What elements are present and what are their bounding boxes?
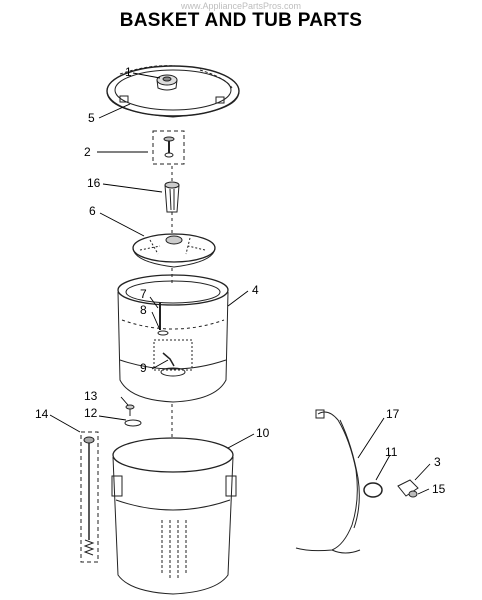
part-balance-ring[interactable] <box>106 65 240 118</box>
callout-9: 9 <box>140 361 147 375</box>
callout-13: 13 <box>84 389 98 403</box>
callout-15: 15 <box>432 482 446 496</box>
watermark: www.AppliancePartsPros.com <box>180 1 302 11</box>
part-impeller[interactable] <box>132 233 216 268</box>
part-cap[interactable] <box>156 74 178 91</box>
part-suspension-rod[interactable] <box>80 431 99 563</box>
part-outer-tub[interactable] <box>111 437 237 595</box>
callout-1: 1 <box>125 65 132 79</box>
callout-3: 3 <box>434 455 441 469</box>
callout-8: 8 <box>140 303 147 317</box>
callout-14: 14 <box>35 407 49 421</box>
callout-10: 10 <box>256 426 270 440</box>
part-bolt[interactable] <box>152 130 185 165</box>
part-shaft-components[interactable] <box>157 303 175 367</box>
callout-6: 6 <box>89 204 96 218</box>
diagram-title: BASKET AND TUB PARTS <box>119 10 363 31</box>
callout-12: 12 <box>84 406 98 420</box>
part-hub-nut[interactable] <box>124 404 142 427</box>
callout-5: 5 <box>88 111 95 125</box>
callout-2: 2 <box>84 145 91 159</box>
part-wire-harness[interactable] <box>295 409 361 554</box>
part-wash-basket[interactable] <box>117 274 229 403</box>
callout-7: 7 <box>140 287 147 301</box>
callout-4: 4 <box>252 283 259 297</box>
callout-16: 16 <box>87 176 101 190</box>
part-lid-switch[interactable] <box>363 479 419 498</box>
callout-17: 17 <box>386 407 400 421</box>
callout-11: 11 <box>385 445 398 459</box>
part-adaptor[interactable] <box>164 181 180 213</box>
